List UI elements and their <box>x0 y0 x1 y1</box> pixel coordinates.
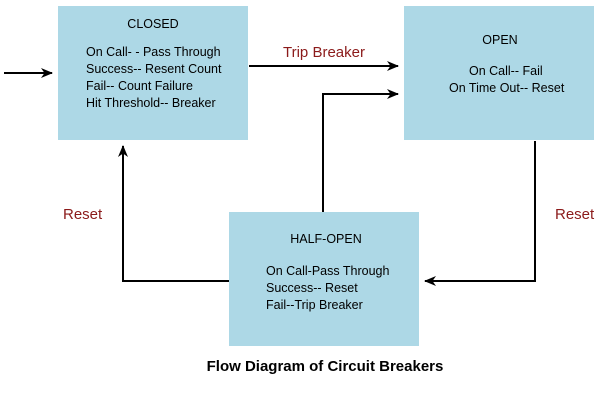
state-closed-line: Hit Threshold-- Breaker <box>86 96 216 110</box>
state-open: OPEN On Call-- Fail On Time Out-- Reset <box>404 6 594 140</box>
state-half-open-title: HALF-OPEN <box>290 232 362 246</box>
state-open-line: On Call-- Fail <box>469 64 543 78</box>
state-closed-title: CLOSED <box>127 17 178 31</box>
state-half-open-box <box>229 212 419 346</box>
diagram-caption: Flow Diagram of Circuit Breakers <box>207 358 444 375</box>
trip-breaker-label: Trip Breaker <box>283 44 365 61</box>
state-half-open: HALF-OPEN On Call-Pass Through Success--… <box>229 212 419 346</box>
state-closed-line: Success-- Resent Count <box>86 62 222 76</box>
state-closed-line: On Call- - Pass Through <box>86 45 221 59</box>
state-half-open-line: On Call-Pass Through <box>266 264 389 278</box>
half-open-to-open-arrow <box>322 89 399 212</box>
state-open-title: OPEN <box>482 33 517 47</box>
state-open-box <box>404 6 594 140</box>
reset-label-left: Reset <box>63 206 103 223</box>
open-to-half-open-arrow <box>424 141 536 286</box>
state-closed: CLOSED On Call- - Pass Through Success--… <box>58 6 248 140</box>
reset-label-right: Reset <box>555 206 595 223</box>
state-half-open-line: Fail--Trip Breaker <box>266 298 363 312</box>
state-closed-box <box>58 6 248 140</box>
state-open-line: On Time Out-- Reset <box>449 81 565 95</box>
state-half-open-line: Success-- Reset <box>266 281 358 295</box>
state-closed-line: Fail-- Count Failure <box>86 79 193 93</box>
half-open-to-closed-arrow <box>118 145 229 282</box>
